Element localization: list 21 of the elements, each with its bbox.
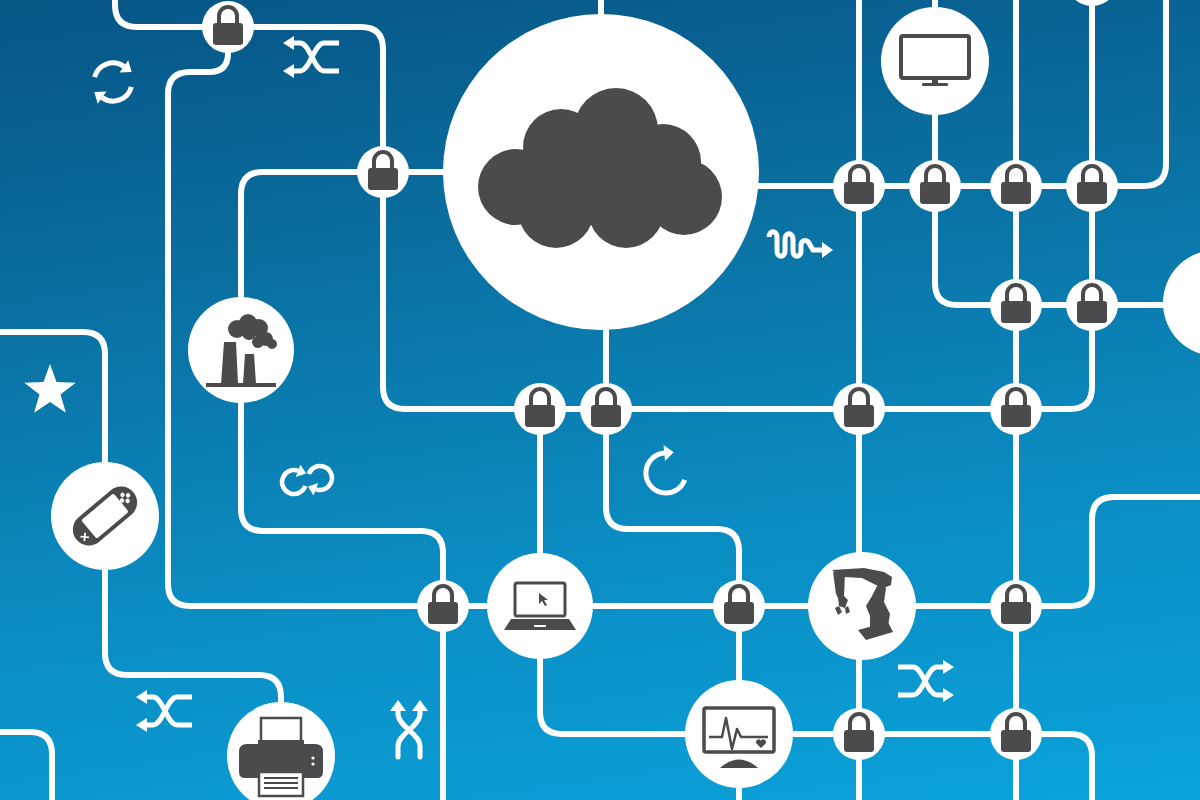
- connector-line: [1013, 209, 1019, 282]
- connector-line: [102, 567, 284, 705]
- connector-line: [598, 0, 604, 17]
- connector-line: [603, 432, 742, 583]
- connector-line: [1013, 757, 1019, 800]
- connector-line: [1013, 432, 1019, 583]
- connector-line: [736, 629, 742, 683]
- connector-line: [0, 329, 108, 465]
- connector-line: [238, 400, 446, 583]
- connector-line: [932, 112, 938, 163]
- connector-line: [856, 209, 862, 386]
- connector-line: [1089, 209, 1095, 282]
- connector-line: [736, 785, 742, 800]
- connector-line: [856, 757, 862, 800]
- connector-line: [1013, 0, 1019, 163]
- connector-line: [856, 0, 862, 163]
- connector-line: [440, 629, 446, 800]
- connector-line: [1013, 629, 1019, 711]
- connector-line: [1089, 3, 1095, 163]
- connector-line: [1013, 328, 1019, 386]
- connector-line: [537, 432, 543, 556]
